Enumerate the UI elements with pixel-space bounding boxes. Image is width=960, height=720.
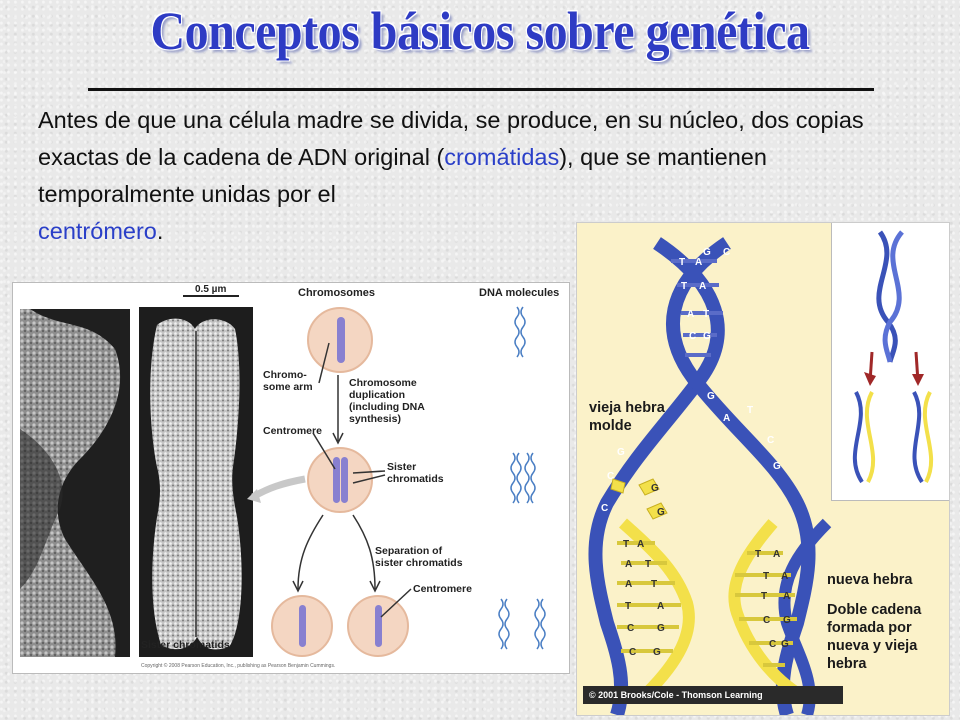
svg-text:G: G xyxy=(703,331,711,342)
scale-label: 0.5 µm xyxy=(195,284,227,295)
label-new-strand: nueva hebra xyxy=(827,572,913,588)
svg-text:G: G xyxy=(703,247,711,258)
label-separation: Separation of sister chromatids xyxy=(375,545,463,569)
label-sister-chromatids: Sister chromatids xyxy=(387,461,444,485)
svg-text:C: C xyxy=(607,471,614,482)
svg-text:C: C xyxy=(629,647,636,658)
label-sister-chromatids-bottom: Sister chromatids xyxy=(141,639,230,651)
svg-text:G: G xyxy=(657,623,665,634)
svg-text:G: G xyxy=(783,615,791,626)
label-centromere-top: Centromere xyxy=(263,425,322,437)
svg-text:T: T xyxy=(651,579,657,590)
svg-text:G: G xyxy=(781,639,789,650)
svg-text:A: A xyxy=(783,591,790,602)
svg-text:G: G xyxy=(653,647,661,658)
cell-unduplicated xyxy=(307,307,373,373)
term-centromero: centrómero xyxy=(38,218,157,244)
svg-text:T: T xyxy=(645,559,651,570)
svg-text:A: A xyxy=(657,601,664,612)
label-old-strand: vieja hebra molde xyxy=(589,400,665,434)
cell-separated-right xyxy=(347,595,409,657)
svg-text:A: A xyxy=(625,579,632,590)
label-centromere-bottom: Centromere xyxy=(413,583,472,595)
intro-paragraph: Antes de que una célula madre se divida,… xyxy=(38,102,918,250)
intro-text-1: Antes de que una célula madre se divida,… xyxy=(38,107,864,170)
header-dna-molecules: DNA molecules xyxy=(479,287,560,299)
intro-text-3: . xyxy=(156,218,164,244)
svg-text:C: C xyxy=(601,503,608,514)
svg-text:T: T xyxy=(625,601,631,612)
svg-text:C: C xyxy=(763,615,770,626)
figure-credit: © 2001 Brooks/Cole - Thomson Learning xyxy=(583,686,843,704)
chromosome-figure: 0.5 µm Chromosomes DNA molecules Chromo-… xyxy=(12,282,570,674)
svg-text:T: T xyxy=(755,549,761,560)
svg-text:A: A xyxy=(695,257,702,268)
svg-text:T: T xyxy=(761,591,767,602)
sem-photo-chromosome xyxy=(139,307,253,657)
dna-molecule-icons xyxy=(498,306,546,650)
slide-title: Conceptos básicos sobre genética xyxy=(150,1,810,62)
sister-chromatid-right xyxy=(341,457,348,503)
chromosome-separated-left xyxy=(299,605,306,647)
chromosome-figure-arrows xyxy=(247,306,546,650)
figure-copyright: Copyright © 2008 Pearson Education, Inc.… xyxy=(141,663,336,669)
svg-text:C: C xyxy=(723,247,730,258)
cell-separated-left xyxy=(271,595,333,657)
scale-bar xyxy=(183,295,239,297)
chromosome-single xyxy=(337,317,345,363)
svg-text:T: T xyxy=(623,539,629,550)
svg-text:A: A xyxy=(625,559,632,570)
svg-text:A: A xyxy=(637,539,644,550)
term-cromatidas: cromátidas xyxy=(444,144,560,170)
svg-text:G: G xyxy=(707,391,715,402)
svg-text:A: A xyxy=(781,571,788,582)
svg-text:T: T xyxy=(747,405,753,416)
svg-text:A: A xyxy=(687,309,694,320)
svg-text:G: G xyxy=(657,507,665,518)
svg-text:T: T xyxy=(763,571,769,582)
label-chromosome-arm: Chromo- some arm xyxy=(263,369,313,393)
svg-text:T: T xyxy=(703,309,709,320)
chromosome-separated-right xyxy=(375,605,382,647)
svg-text:C: C xyxy=(767,435,774,446)
sister-chromatid-left xyxy=(333,457,340,503)
label-chromosome-duplication: Chromosome duplication (including DNA sy… xyxy=(349,377,425,425)
label-double-strand: Doble cadena formada por nueva y vieja h… xyxy=(827,602,922,672)
sem-photo-chromatin xyxy=(20,309,130,657)
svg-text:C: C xyxy=(769,639,776,650)
svg-text:A: A xyxy=(773,549,780,560)
replication-overview-inset xyxy=(831,223,949,501)
header-chromosomes: Chromosomes xyxy=(298,287,376,299)
svg-text:C: C xyxy=(627,623,634,634)
intro-text-2: ), que se mantienen temporalmente unidas… xyxy=(38,144,767,207)
svg-text:G: G xyxy=(651,483,659,494)
svg-text:C: C xyxy=(689,331,696,342)
svg-text:A: A xyxy=(699,281,706,292)
svg-text:A: A xyxy=(723,413,730,424)
svg-text:G: G xyxy=(617,447,625,458)
title-underline xyxy=(88,88,874,91)
svg-text:G: G xyxy=(773,461,781,472)
svg-text:T: T xyxy=(679,257,685,268)
svg-text:T: T xyxy=(681,281,687,292)
